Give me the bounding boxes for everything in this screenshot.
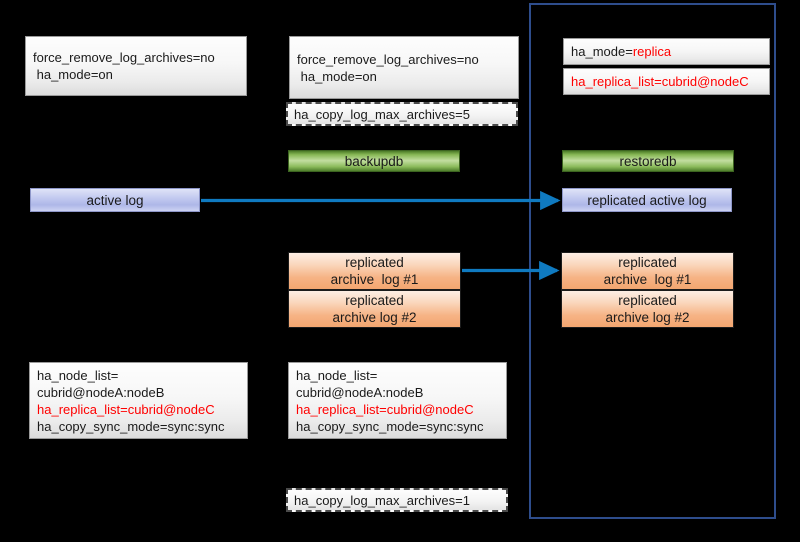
middle-config-chip-text: ha_copy_log_max_archives=5 [294, 106, 470, 122]
left-config-bottom-line1: ha_node_list= [37, 367, 119, 383]
middle-archive-log-2-line1: replicated [345, 293, 404, 308]
backupdb-command-bar: backupdb [288, 150, 460, 172]
right-config-ha-mode-prefix: ha_mode= [571, 44, 633, 59]
middle-archive-log-2-line2: archive log #2 [332, 310, 417, 325]
left-config-top-box: force_remove_log_archives=no ha_mode=on [25, 36, 247, 96]
middle-config-bottom-line1: ha_node_list= [296, 367, 378, 383]
right-config-ha-mode-line: ha_mode=replica [571, 43, 763, 60]
middle-config-top-line1: force_remove_log_archives=no [297, 51, 479, 67]
right-archive-log-1: replicated archive log #1 [561, 252, 734, 290]
right-config-replica-list-text: ha_replica_list=cubrid@nodeC [571, 74, 749, 89]
left-active-log-label: active log [86, 192, 144, 208]
right-config-replica-list-box: ha_replica_list=cubrid@nodeC [563, 68, 770, 95]
left-config-bottom-line4: ha_copy_sync_mode=sync:sync [37, 418, 225, 434]
middle-archive-log-2: replicated archive log #2 [288, 290, 461, 328]
left-config-top-line1: force_remove_log_archives=no [33, 50, 215, 65]
middle-archive-log-1-line1: replicated [345, 255, 404, 270]
middle-config-bottom-line3: ha_replica_list=cubrid@nodeC [296, 401, 474, 417]
left-config-bottom-box: ha_node_list= cubrid@nodeA:nodeB ha_repl… [29, 362, 248, 439]
middle-archive-log-1: replicated archive log #1 [288, 252, 461, 290]
right-archive-log-2-line2: archive log #2 [605, 310, 690, 325]
right-config-ha-mode-value: replica [632, 44, 672, 59]
right-archive-log-2: replicated archive log #2 [561, 290, 734, 328]
left-config-bottom-line2: cubrid@nodeA:nodeB [37, 384, 165, 400]
left-config-top-line2: ha_mode=on [33, 67, 113, 82]
right-replicated-active-log-bar: replicated active log [562, 188, 732, 212]
restoredb-label: restoredb [619, 153, 677, 169]
left-active-log-bar: active log [30, 188, 200, 212]
middle-config-bottom-line2: cubrid@nodeA:nodeB [296, 384, 424, 400]
restoredb-command-bar: restoredb [562, 150, 734, 172]
right-archive-log-1-line1: replicated [618, 255, 677, 270]
replica-region-outline [529, 3, 776, 519]
middle-config-bottom-line4: ha_copy_sync_mode=sync:sync [296, 418, 484, 434]
right-config-ha-mode-box: ha_mode=replica [563, 38, 770, 65]
right-replicated-active-log-label: replicated active log [587, 192, 707, 208]
middle-config-top-box: force_remove_log_archives=no ha_mode=on [289, 36, 519, 99]
middle-config-top-line2: ha_mode=on [297, 68, 377, 84]
right-archive-log-1-line2: archive log #1 [603, 272, 692, 287]
middle-archive-log-1-line2: archive log #1 [330, 272, 419, 287]
middle-config-chip-bottom: ha_copy_log_max_archives=1 [286, 488, 508, 512]
left-config-bottom-line3: ha_replica_list=cubrid@nodeC [37, 401, 215, 417]
backupdb-label: backupdb [344, 153, 404, 169]
middle-config-chip-max-archives: ha_copy_log_max_archives=5 [286, 102, 518, 126]
middle-config-chip-bottom-text: ha_copy_log_max_archives=1 [294, 492, 470, 508]
right-archive-log-2-line1: replicated [618, 293, 677, 308]
middle-config-bottom-box: ha_node_list= cubrid@nodeA:nodeB ha_repl… [288, 362, 507, 439]
